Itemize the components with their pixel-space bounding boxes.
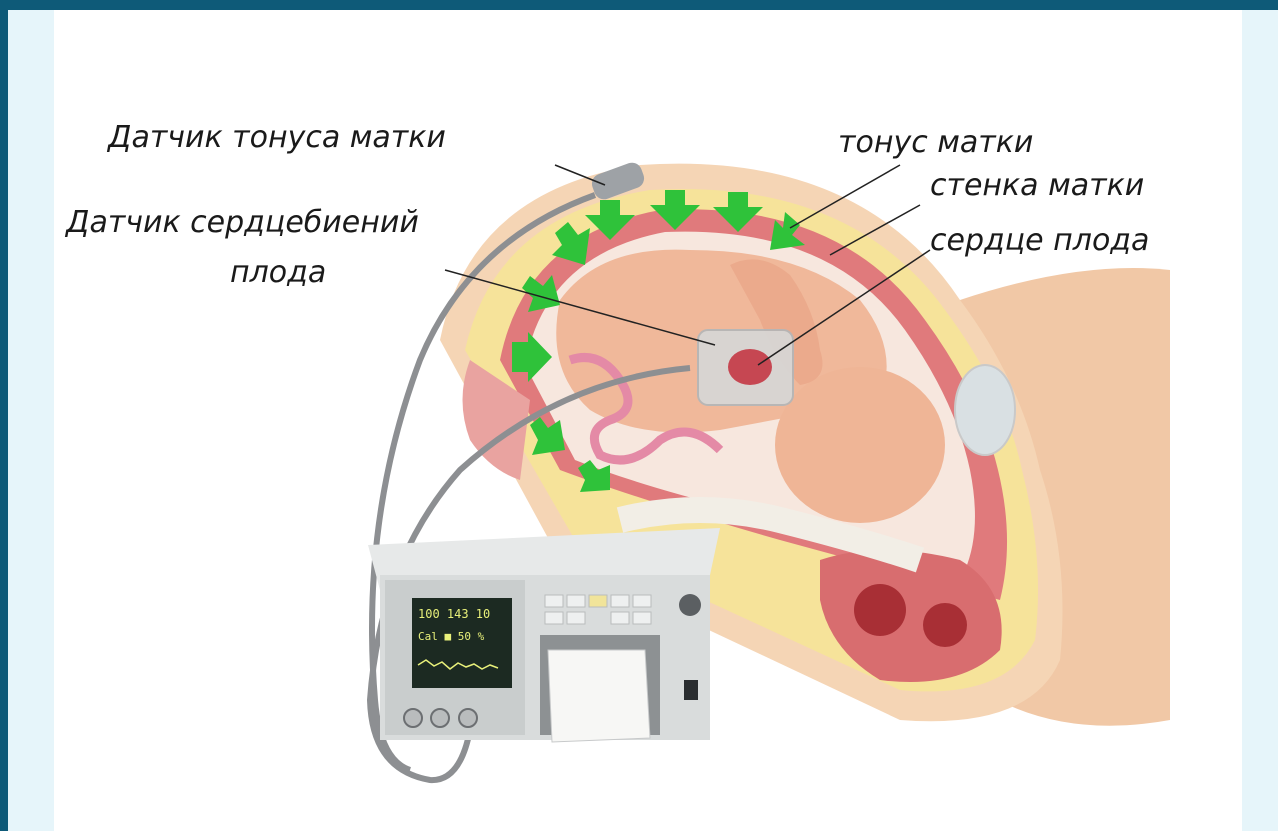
keypad-button[interactable] xyxy=(545,595,563,607)
keypad-button[interactable] xyxy=(545,612,563,624)
power-socket xyxy=(684,680,698,700)
keypad-button[interactable] xyxy=(611,595,629,607)
bowel-loop-1 xyxy=(854,584,906,636)
keypad-button[interactable] xyxy=(611,612,629,624)
label-fetal-heart-sensor-line2: плода xyxy=(230,255,326,290)
keypad-button[interactable] xyxy=(567,595,585,607)
cable-connector[interactable] xyxy=(431,709,449,727)
label-fetal-heart-sensor: Датчик сердцебиений xyxy=(64,205,419,240)
ctg-monitor: 100 143 10 Cal ■ 50 % xyxy=(368,528,720,742)
label-fetal-heart: сердце плода xyxy=(930,223,1149,258)
paper-roll xyxy=(548,650,650,742)
fetal-heart xyxy=(728,349,772,385)
keypad-button[interactable] xyxy=(589,595,607,607)
cable-connector[interactable] xyxy=(459,709,477,727)
label-uterine-tone: тонус матки xyxy=(838,125,1033,160)
monitor-knob[interactable] xyxy=(679,594,701,616)
bowel-loop-2 xyxy=(923,603,967,647)
monitor-screen-line1: 100 143 10 xyxy=(418,607,490,621)
keypad-button[interactable] xyxy=(567,612,585,624)
monitor-screen-line2: Cal ■ 50 % xyxy=(418,630,485,643)
bladder xyxy=(955,365,1015,455)
label-uterine-wall: стенка матки xyxy=(930,168,1144,203)
label-uterine-tone-sensor: Датчик тонуса матки xyxy=(106,120,446,155)
cable-connector[interactable] xyxy=(404,709,422,727)
keypad-button[interactable] xyxy=(633,595,651,607)
keypad-button[interactable] xyxy=(633,612,651,624)
fetus-head xyxy=(775,367,945,523)
